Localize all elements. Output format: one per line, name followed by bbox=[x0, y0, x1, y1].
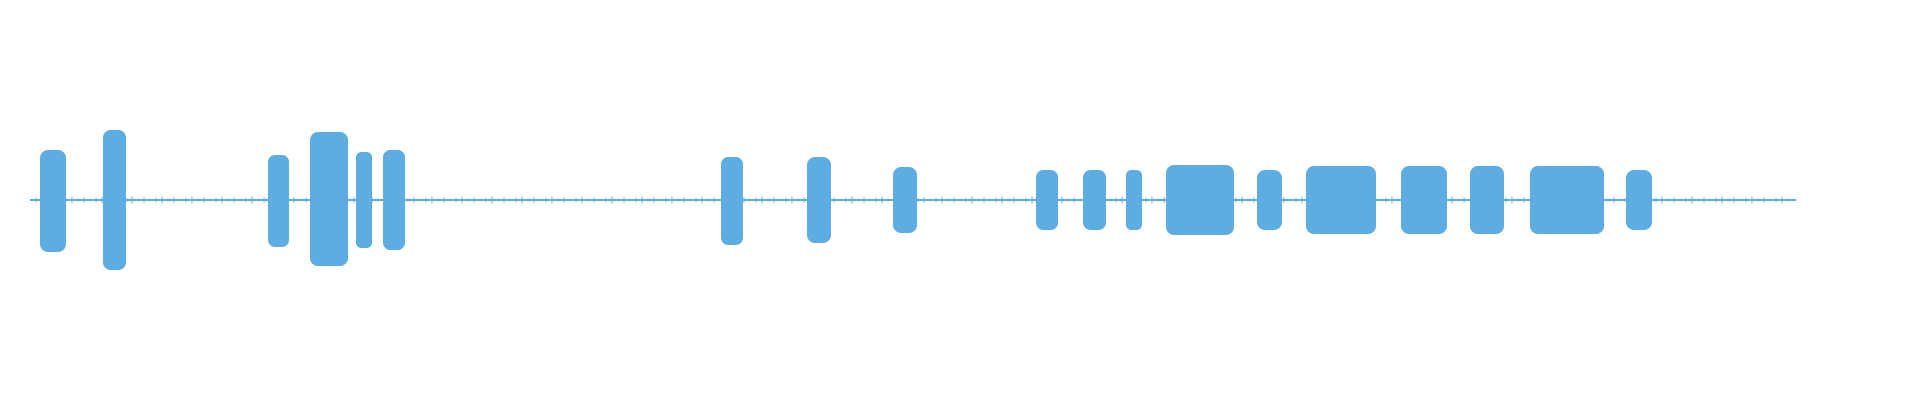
waveform-burst bbox=[1401, 166, 1447, 234]
waveform-burst bbox=[356, 152, 372, 248]
waveform-burst bbox=[1036, 170, 1058, 230]
waveform-burst bbox=[268, 155, 289, 247]
waveform-burst bbox=[1530, 166, 1604, 234]
waveform-burst bbox=[1626, 170, 1652, 230]
waveform-burst bbox=[893, 167, 917, 233]
waveform-burst bbox=[807, 157, 831, 243]
waveform-burst bbox=[1470, 166, 1504, 234]
waveform-burst bbox=[40, 150, 66, 252]
waveform-burst bbox=[383, 150, 405, 250]
waveform-burst bbox=[1083, 170, 1106, 230]
waveform-burst bbox=[310, 132, 348, 266]
waveform-burst bbox=[1306, 166, 1376, 234]
waveform-bursts bbox=[35, 130, 1789, 270]
waveform-burst bbox=[1257, 170, 1282, 230]
